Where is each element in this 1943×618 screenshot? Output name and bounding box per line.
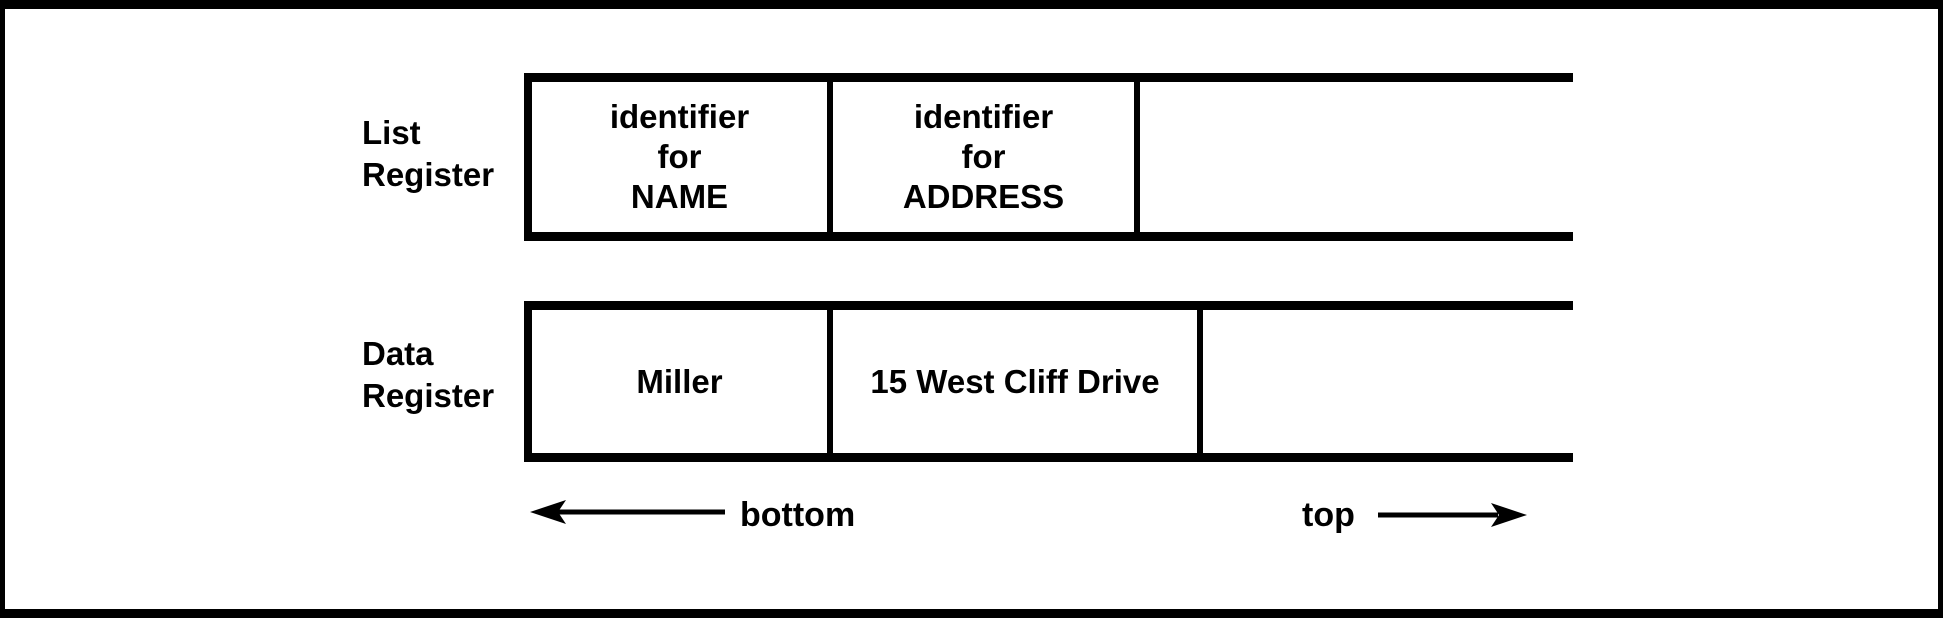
data-register-box: Miller 15 West Cliff Drive [524, 301, 1573, 462]
list-register-cell-address: identifier for ADDRESS [833, 82, 1140, 232]
bottom-marker-label: bottom [740, 496, 856, 534]
data-register-open-end [1203, 310, 1573, 453]
list-register-open-end [1140, 82, 1573, 232]
frame-border-bottom [0, 609, 1943, 618]
data-register-label: Data Register [362, 335, 495, 414]
bottom-arrow-icon [524, 495, 739, 531]
top-marker-label: top [1302, 496, 1355, 534]
data-register-cell-address: 15 West Cliff Drive [833, 310, 1203, 453]
frame-border-left [0, 0, 5, 618]
list-register-cell-name: identifier for NAME [532, 82, 833, 232]
frame-border-right [1938, 0, 1943, 618]
list-register-box: identifier for NAME identifier for ADDRE… [524, 73, 1573, 241]
list-register-label: List Register [362, 114, 495, 193]
frame-border-top [0, 0, 1943, 9]
data-register-cell-name: Miller [532, 310, 833, 453]
top-arrow-icon [1374, 498, 1532, 534]
